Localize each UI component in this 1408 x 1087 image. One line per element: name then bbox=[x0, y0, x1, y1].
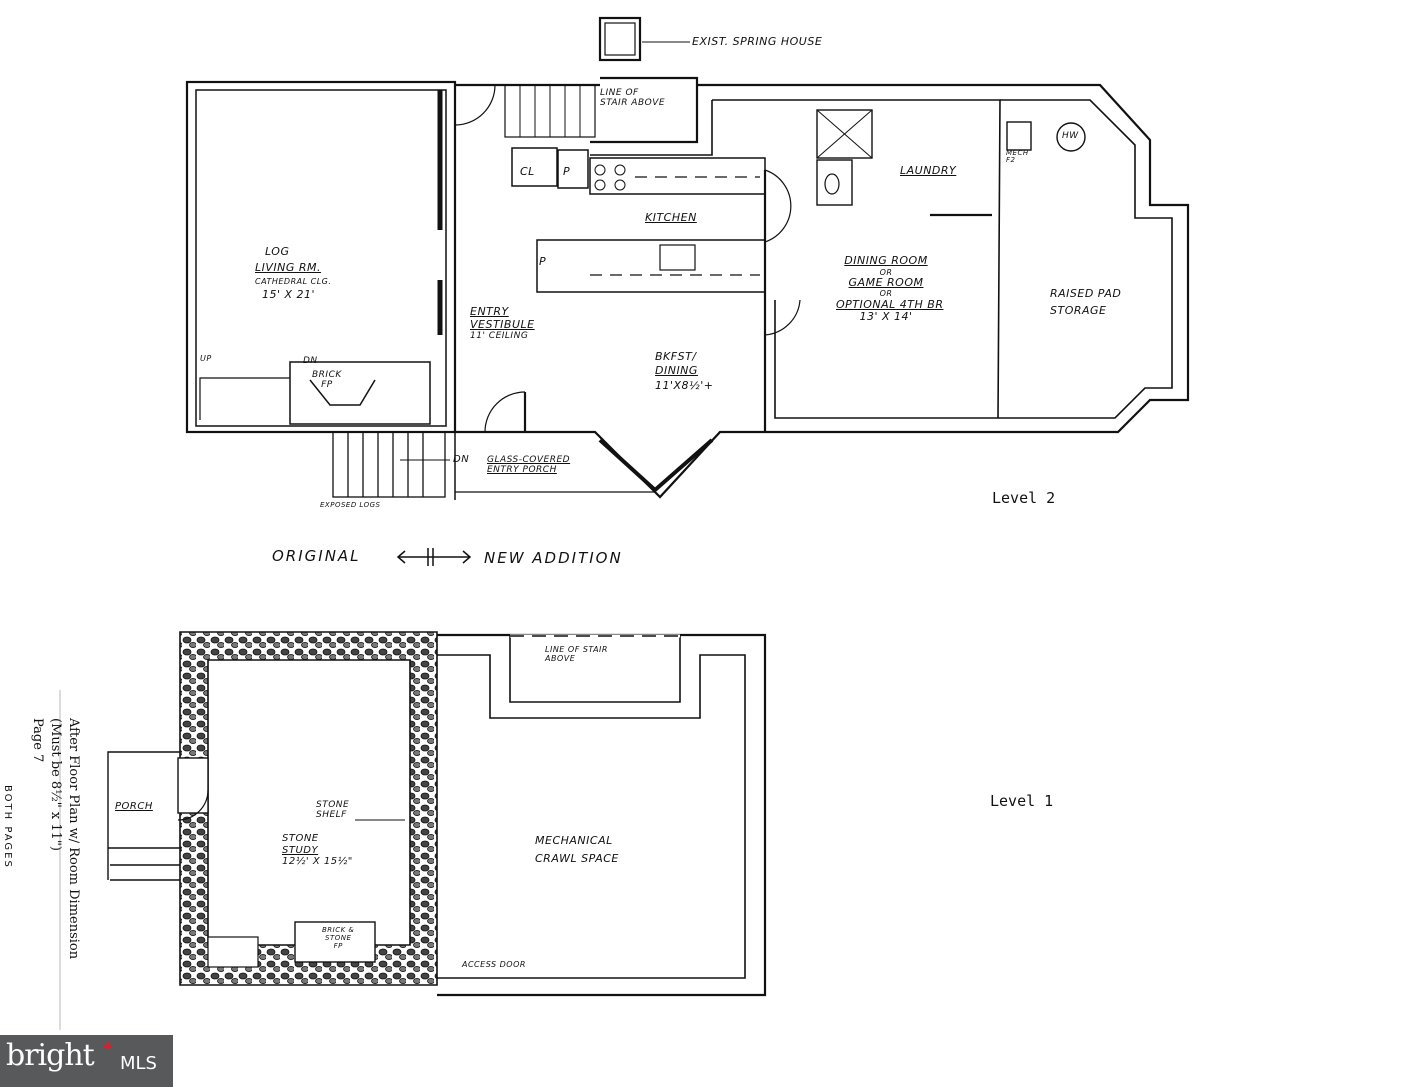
l1-stair-line2: ABOVE bbox=[545, 654, 576, 664]
laundry-label: LAUNDRY bbox=[900, 164, 957, 177]
level-2-title: Level 2 bbox=[992, 489, 1056, 507]
kitchen-label: KITCHEN bbox=[645, 211, 697, 224]
shelf-line1: STONE bbox=[316, 800, 350, 810]
crawl-line2: CRAWL SPACE bbox=[535, 851, 619, 865]
level-1-title: Level 1 bbox=[990, 792, 1054, 810]
bright-mls-logo: bright MLS bbox=[0, 1035, 173, 1087]
porch-label: PORCH bbox=[115, 801, 153, 812]
l1-fp-line2: STONE bbox=[325, 934, 352, 943]
storage-line2: STORAGE bbox=[1050, 303, 1107, 317]
dining-line1: DINING ROOM bbox=[844, 254, 928, 267]
living-room-note: CATHEDRAL CLG. bbox=[255, 277, 332, 286]
spring-house bbox=[598, 16, 690, 62]
side-note-line2: (Must be 8½" x 11") bbox=[47, 718, 63, 851]
mech-line1: MECH bbox=[1006, 149, 1029, 157]
crawl-space-label: MECHANICAL CRAWL SPACE bbox=[535, 832, 619, 867]
divider-arrow bbox=[396, 548, 472, 566]
porch-line2: ENTRY PORCH bbox=[487, 465, 557, 476]
original-label: ORIGINAL bbox=[272, 547, 361, 565]
dining-or2: OR bbox=[879, 289, 893, 299]
log-label: LOG bbox=[265, 245, 290, 258]
exposed-logs-label: EXPOSED LOGS bbox=[320, 501, 381, 509]
shelf-line2: SHELF bbox=[316, 810, 347, 821]
logo-suffix: MLS bbox=[120, 1053, 157, 1074]
up-label: UP bbox=[200, 354, 212, 363]
line-of-stair-line1: LINE OF bbox=[600, 88, 639, 98]
log-living-room-walls bbox=[185, 80, 457, 434]
logo-brand: bright bbox=[6, 1038, 95, 1073]
logo-plus-icon bbox=[104, 1042, 112, 1050]
access-door-label: ACCESS DOOR bbox=[462, 960, 526, 969]
entry-line1: ENTRY bbox=[470, 305, 509, 318]
dining-dims: 13' x 14' bbox=[859, 310, 913, 324]
new-addition-label: NEW ADDITION bbox=[484, 549, 623, 567]
mech-line2: F2 bbox=[1006, 156, 1016, 164]
dining-room-label: DINING ROOM OR GAME ROOM OR OPTIONAL 4TH… bbox=[836, 254, 944, 324]
side-note-line1: After Floor Plan w/ Room Dimension bbox=[66, 718, 81, 960]
fp-line2: FP bbox=[321, 380, 333, 391]
dining-line2: GAME ROOM bbox=[848, 275, 924, 289]
living-room-dims: 15' x 21' bbox=[262, 288, 316, 301]
l1-stair-line1: LINE OF STAIR bbox=[545, 645, 608, 654]
side-note-line3: Page 7 bbox=[29, 718, 45, 763]
entry-line2: VESTIBULE bbox=[470, 317, 535, 331]
fp-line1: BRICK bbox=[312, 370, 342, 380]
side-note: After Floor Plan w/ Room Dimension (Must… bbox=[27, 718, 82, 959]
l1-fp-line1: BRICK & bbox=[322, 926, 355, 934]
bkfst-dims: 11'x8½'+ bbox=[655, 378, 714, 392]
entry-note: 11' CEILING bbox=[470, 331, 529, 342]
storage-line1: RAISED PAD bbox=[1050, 287, 1122, 300]
porch-level1 bbox=[107, 751, 180, 881]
study-dims: 12½' x 15½" bbox=[282, 856, 353, 867]
dn-label-2: DN bbox=[453, 454, 470, 465]
dining-or1: OR bbox=[879, 267, 893, 277]
bkfst-line1: BKFST/ bbox=[655, 350, 697, 363]
line-of-stair-line2: STAIR ABOVE bbox=[600, 98, 666, 109]
addition-walls bbox=[454, 76, 1190, 500]
porch-stairs bbox=[332, 431, 655, 498]
both-pages-note: BOTH PAGES bbox=[2, 785, 13, 869]
pantry-label: P bbox=[563, 165, 571, 178]
crawl-space-walls bbox=[355, 633, 767, 997]
porch-line1: GLASS-COVERED bbox=[487, 455, 571, 465]
bkfst-line2: DINING bbox=[655, 364, 698, 378]
l1-fp-line3: FP bbox=[333, 942, 343, 951]
spring-house-label: EXIST. SPRING HOUSE bbox=[692, 35, 823, 48]
dn-label: DN bbox=[303, 356, 318, 366]
storage-label: RAISED PAD STORAGE bbox=[1050, 286, 1121, 319]
dining-line3: OPTIONAL 4TH BR bbox=[836, 297, 944, 311]
study-line2: STUDY bbox=[282, 844, 319, 856]
water-heater-label: HW bbox=[1062, 131, 1079, 141]
study-line1: STONE bbox=[282, 833, 319, 844]
pantry-label-2: P bbox=[539, 255, 547, 268]
living-room-label: LIVING RM. bbox=[255, 261, 322, 274]
closet-label: CL bbox=[520, 165, 535, 178]
crawl-line1: MECHANICAL bbox=[535, 834, 613, 847]
stone-study-walls bbox=[177, 631, 438, 986]
